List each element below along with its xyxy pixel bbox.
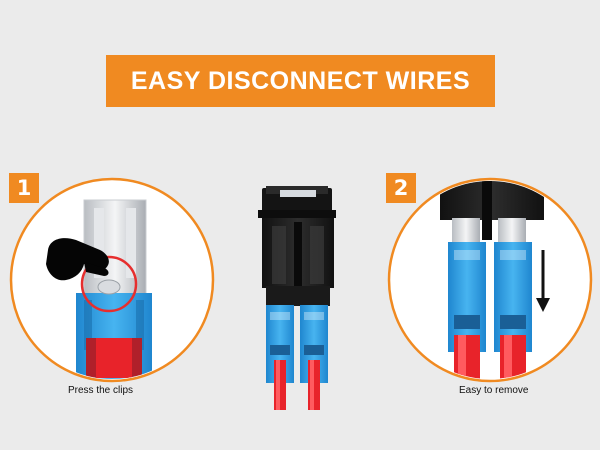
step-badge-1: 1	[9, 173, 39, 203]
step2-illustration	[387, 177, 593, 383]
banner-title: EASY DISCONNECT WIRES	[130, 66, 471, 95]
step-number-2: 2	[393, 176, 409, 200]
step-number-1: 1	[16, 176, 32, 200]
step2-caption: Easy to remove	[459, 385, 529, 396]
step1-illustration	[9, 177, 215, 383]
switch-illustration	[258, 186, 336, 410]
highlight-ring	[80, 255, 138, 313]
step-badge-2: 2	[386, 173, 416, 203]
hand-pointer-icon	[46, 238, 109, 281]
title-banner: EASY DISCONNECT WIRES	[106, 55, 495, 107]
step1-caption: Press the clips	[68, 385, 134, 396]
down-arrow-icon	[536, 250, 550, 312]
